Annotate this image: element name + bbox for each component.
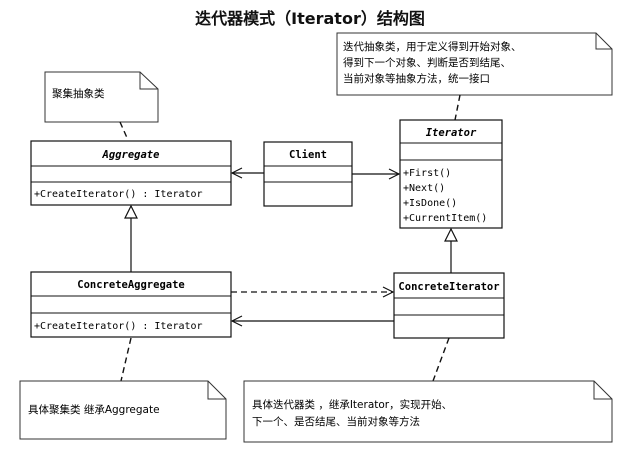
aggregate-note: 聚集抽象类 <box>44 71 159 123</box>
class-name: Aggregate <box>102 149 160 161</box>
iterator-note: 迭代抽象类，用于定义得到开始对象、 得到下一个对象、判断是否到结尾、 当前对象等… <box>336 32 613 96</box>
class-operation: +First() <box>403 168 451 179</box>
aggregate-note-link <box>119 121 129 141</box>
concrete-iterator-note-line: 下一个、是否结尾、当前对象等方法 <box>252 415 420 428</box>
class-name: Client <box>289 149 327 161</box>
concrete-iterator-note-line: 具体迭代器类 ，继承Iterator，实现开始、 <box>252 398 452 411</box>
class-operation: +IsDone() <box>403 198 457 209</box>
class-client[interactable]: Client <box>263 141 353 207</box>
class-operation: +Next() <box>403 183 445 194</box>
class-concrete-aggregate[interactable]: ConcreteAggregate +CreateIterator() : It… <box>30 271 232 338</box>
concrete-aggregate-note-line: 具体聚集类 继承Aggregate <box>28 403 160 416</box>
class-name: ConcreteIterator <box>398 281 499 293</box>
concrete-aggregate-note-link <box>120 337 132 382</box>
iterator-note-line: 得到下一个对象、判断是否到结尾、 <box>343 56 511 69</box>
class-concrete-iterator[interactable]: ConcreteIterator <box>393 272 505 339</box>
concrete-iterator-note: 具体迭代器类 ，继承Iterator，实现开始、 下一个、是否结尾、当前对象等方… <box>243 380 613 443</box>
class-name: Iterator <box>426 127 477 139</box>
class-operation: +CreateIterator() : Iterator <box>34 189 203 200</box>
class-name: ConcreteAggregate <box>77 279 184 291</box>
diagram-title: 迭代器模式（Iterator）结构图 <box>195 9 425 28</box>
concrete-iterator-note-link <box>432 337 450 382</box>
class-operation: +CurrentItem() <box>403 213 487 224</box>
class-aggregate[interactable]: Aggregate +CreateIterator() : Iterator <box>30 140 232 206</box>
iterator-note-line: 当前对象等抽象方法，统一接口 <box>343 72 490 85</box>
concrete-aggregate-note: 具体聚集类 继承Aggregate <box>19 380 227 440</box>
aggregate-note-line: 聚集抽象类 <box>52 87 105 100</box>
iterator-note-link <box>454 94 461 121</box>
iterator-note-line: 迭代抽象类，用于定义得到开始对象、 <box>343 40 522 53</box>
class-iterator[interactable]: Iterator +First() +Next() +IsDone() +Cur… <box>399 119 503 229</box>
class-operation: +CreateIterator() : Iterator <box>34 321 203 332</box>
